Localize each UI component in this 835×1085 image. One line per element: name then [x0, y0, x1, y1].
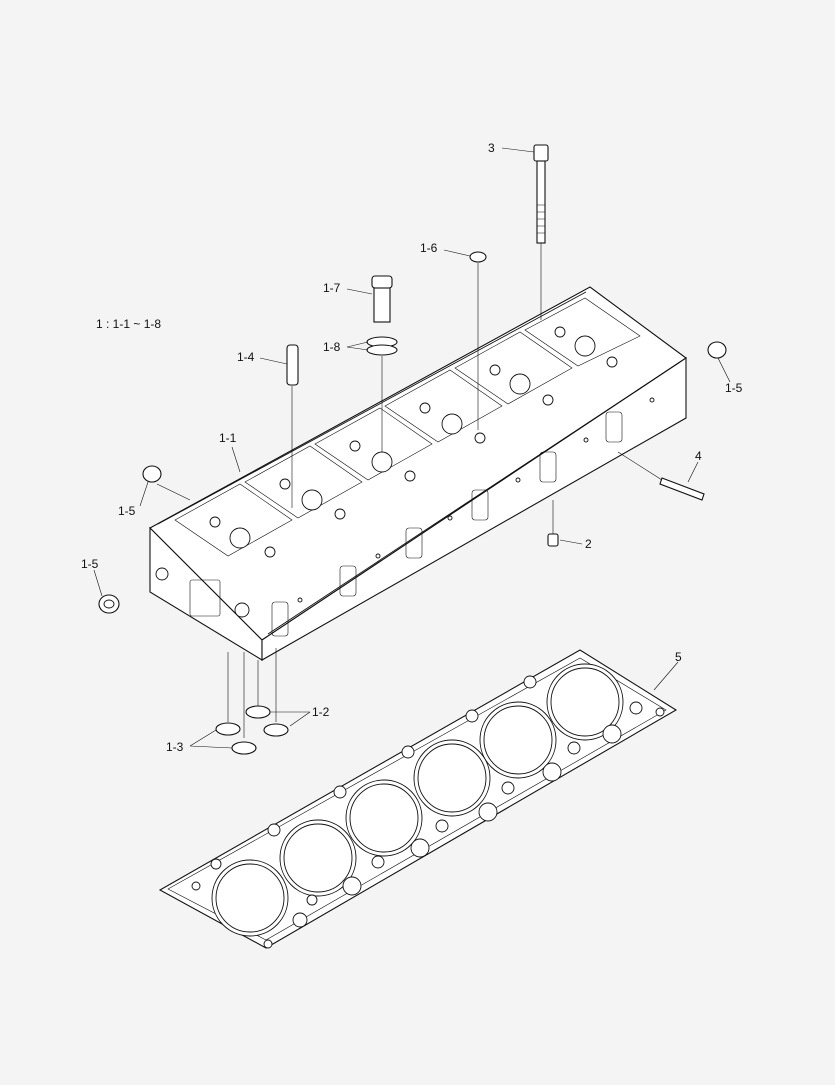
head-gasket — [158, 649, 678, 949]
side-ports — [271, 397, 655, 637]
label-1-3: 1-3 — [166, 740, 184, 754]
seal-rings — [215, 648, 289, 755]
label-5: 5 — [675, 650, 682, 664]
cam-towers — [174, 297, 641, 558]
label-2: 2 — [585, 537, 592, 551]
plugs-1-5 — [98, 341, 727, 614]
label-4: 4 — [695, 449, 702, 463]
label-3: 3 — [488, 141, 495, 155]
label-1-4: 1-4 — [237, 350, 255, 364]
leader-lines — [93, 147, 731, 749]
label-1-8: 1-8 — [323, 340, 341, 354]
label-1-2: 1-2 — [312, 705, 330, 719]
label-1-7: 1-7 — [323, 281, 341, 295]
label-1-5-front: 1-5 — [81, 557, 99, 571]
pin-2 — [547, 500, 559, 547]
stud-4 — [617, 451, 705, 501]
cylinder-head — [149, 286, 687, 661]
label-1-6: 1-6 — [420, 241, 438, 255]
label-1-5-left: 1-5 — [118, 504, 136, 518]
plug-1-6 — [469, 251, 487, 430]
tube-1-4 — [286, 344, 299, 508]
label-1-1: 1-1 — [219, 431, 237, 445]
label-1-5-right: 1-5 — [725, 381, 743, 395]
injector-sleeve — [366, 275, 398, 452]
callout-labels: 1 : 1-1 ~ 1-8 3 1-6 1-7 1-8 1-4 1-1 1-5 … — [81, 141, 743, 754]
head-bolt — [533, 144, 549, 320]
range-note: 1 : 1-1 ~ 1-8 — [96, 317, 161, 331]
gasket-small-holes — [191, 675, 665, 949]
